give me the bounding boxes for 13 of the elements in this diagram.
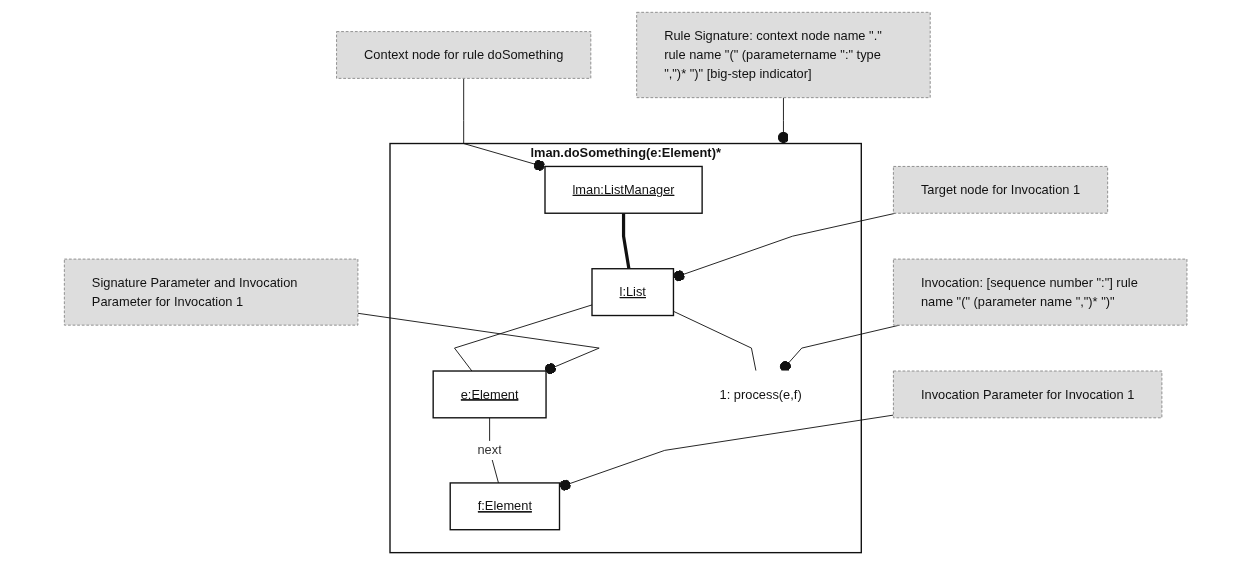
node-box: l:List	[591, 268, 674, 317]
connector	[621, 213, 631, 269]
edge-label: next	[477, 442, 502, 458]
node-box: Invocation: [sequence number ":"] rule name "(" (parameter name ",")* ")"	[892, 258, 1188, 326]
node-box: f:Element	[449, 482, 561, 531]
node-text: 1: process(e,f)	[719, 386, 802, 402]
node-box: Target node for Invocation 1	[892, 166, 1108, 214]
node-box: Invocation Parameter for Invocation 1	[892, 370, 1163, 419]
node-box: e:Element	[432, 370, 547, 419]
node-box: Context node for rule doSomething	[335, 31, 592, 79]
node-box: Rule Signature: context node name "." rule name "(" (parametername ":" type ",")* ")" [big-step indicator]	[636, 11, 931, 99]
node-box: lman:ListManager	[544, 165, 703, 214]
node-box: Signature Parameter and Invocation Parameter for Invocation 1	[63, 258, 359, 326]
